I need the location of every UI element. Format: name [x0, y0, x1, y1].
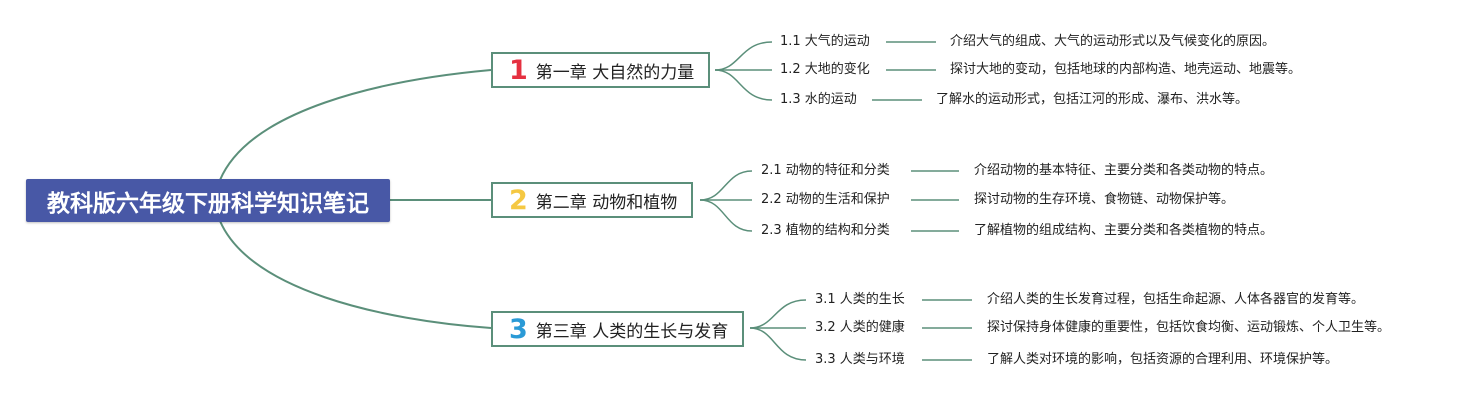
section-2-2[interactable]: 2.2 动物的生活和保护	[761, 192, 890, 207]
section-desc-3-2: 探讨保持身体健康的重要性，包括饮食均衡、运动锻炼、个人卫生等。	[987, 320, 1391, 335]
chapter-node-2[interactable]: 2 第二章 动物和植物	[491, 182, 694, 218]
section-desc-1-1: 介绍大气的组成、大气的运动形式以及气候变化的原因。	[950, 34, 1276, 49]
link-root-ch3	[219, 220, 492, 329]
section-desc-2-1: 介绍动物的基本特征、主要分类和各类动物的特点。	[974, 163, 1274, 178]
section-desc-1-2: 探讨大地的变动，包括地球的内部构造、地壳运动、地震等。	[950, 62, 1302, 77]
chapter-node-1[interactable]: 1 第一章 大自然的力量	[491, 52, 711, 88]
chapter-node-3[interactable]: 3 第三章 人类的生长与发育	[491, 311, 745, 347]
link-root-ch1	[219, 69, 492, 181]
link-ch2-s3	[699, 199, 753, 232]
link-ch2-s1	[699, 170, 753, 201]
section-2-1[interactable]: 2.1 动物的特征和分类	[761, 163, 890, 178]
section-1-2[interactable]: 1.2 大地的变化	[780, 62, 870, 77]
section-1-1[interactable]: 1.1 大气的运动	[780, 34, 870, 49]
chapter-number-1: 1	[509, 54, 528, 86]
section-3-1[interactable]: 3.1 人类的生长	[815, 292, 905, 307]
section-desc-3-3: 了解人类对环境的影响，包括资源的合理利用、环境保护等。	[987, 352, 1339, 367]
section-desc-1-3: 了解水的运动形式，包括江河的形成、瀑布、洪水等。	[936, 92, 1249, 107]
root-node[interactable]: 教科版六年级下册科学知识笔记	[26, 179, 390, 222]
section-3-2[interactable]: 3.2 人类的健康	[815, 320, 905, 335]
link-ch3-s1	[749, 299, 807, 329]
chapter-number-3: 3	[509, 313, 528, 345]
section-desc-2-2: 探讨动物的生存环境、食物链、动物保护等。	[974, 192, 1235, 207]
section-3-3[interactable]: 3.3 人类与环境	[815, 352, 905, 367]
chapter-title-1: 第一章 大自然的力量	[535, 62, 695, 83]
chapter-title-3: 第三章 人类的生长与发育	[535, 321, 729, 342]
link-ch1-s3	[714, 69, 773, 101]
link-ch3-s3	[749, 327, 807, 361]
section-2-3[interactable]: 2.3 植物的结构和分类	[761, 223, 890, 238]
link-ch1-s1	[714, 41, 773, 71]
section-1-3[interactable]: 1.3 水的运动	[780, 92, 857, 107]
chapter-number-2: 2	[509, 184, 528, 216]
chapter-title-2: 第二章 动物和植物	[535, 192, 678, 213]
root-title: 教科版六年级下册科学知识笔记	[47, 190, 369, 217]
section-desc-2-3: 了解植物的组成结构、主要分类和各类植物的特点。	[974, 223, 1274, 238]
section-desc-3-1: 介绍人类的生长发育过程，包括生命起源、人体各器官的发育等。	[987, 292, 1365, 307]
